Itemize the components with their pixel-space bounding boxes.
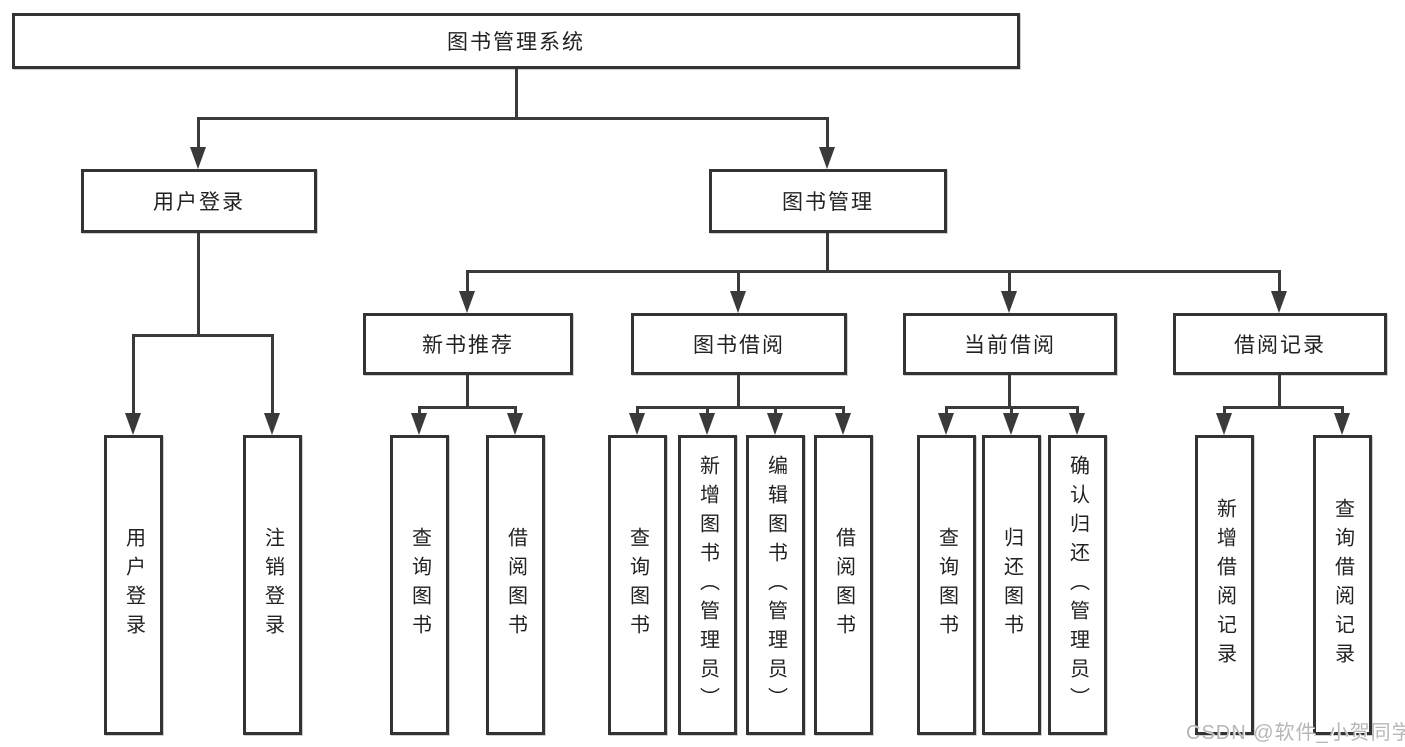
connector-root-to-book-management: [826, 117, 829, 149]
connector-to-new-book: [466, 270, 469, 293]
arrow-down-icon: [125, 413, 141, 435]
node-label: 新书推荐: [422, 334, 514, 357]
connector-to-leaf: [418, 406, 421, 416]
leaf-query-books: 查询图书: [608, 435, 667, 735]
leaf-label: 借阅图书: [832, 527, 855, 643]
node-user-login: 用户登录: [81, 169, 317, 233]
node-label: 图书管理系统: [447, 31, 585, 54]
connector-to-leaf: [945, 406, 948, 416]
leaf-edit-books-admin: 编辑图书（管理员）: [746, 435, 805, 735]
connector-new-book-stem: [466, 375, 469, 408]
connector-to-leaf: [1223, 406, 1226, 416]
leaf-label: 确认归还（管理员）: [1066, 454, 1089, 716]
leaf-label: 注销登录: [261, 527, 284, 643]
leaf-label: 用户登录: [122, 527, 145, 643]
arrow-down-icon: [835, 413, 851, 435]
leaf-logout: 注销登录: [243, 435, 302, 735]
leaf-confirm-return-admin: 确认归还（管理员）: [1048, 435, 1107, 735]
connector-borrow-bar: [636, 406, 845, 409]
connector-new-book-bar: [418, 406, 517, 409]
node-book-borrow: 图书借阅: [631, 313, 847, 375]
connector-to-current: [1008, 270, 1011, 293]
arrow-down-icon: [1069, 413, 1085, 435]
arrow-down-icon: [730, 291, 746, 313]
node-current-borrow: 当前借阅: [903, 313, 1117, 375]
arrow-down-icon: [819, 147, 835, 169]
leaf-label: 借阅图书: [504, 527, 527, 643]
arrow-down-icon: [264, 413, 280, 435]
leaf-label: 查询借阅记录: [1331, 498, 1354, 672]
connector-to-leaf: [271, 334, 274, 414]
leaf-query-books: 查询图书: [390, 435, 449, 735]
connector-to-leaf: [774, 406, 777, 416]
node-new-book-recommend: 新书推荐: [363, 313, 573, 375]
connector-user-login-stem: [197, 233, 200, 336]
leaf-label: 新增图书（管理员）: [696, 454, 719, 716]
node-root-library-management-system: 图书管理系统: [12, 13, 1020, 69]
arrow-down-icon: [1003, 413, 1019, 435]
leaf-label: 查询图书: [408, 527, 431, 643]
connector-to-leaf: [1010, 406, 1013, 416]
node-label: 当前借阅: [964, 334, 1056, 357]
connector-to-records: [1278, 270, 1281, 293]
connector-to-leaf: [706, 406, 709, 416]
connector-root-to-user-login: [197, 117, 200, 149]
connector-root-stem: [515, 69, 518, 119]
connector-to-leaf: [1076, 406, 1079, 416]
connector-to-borrow: [737, 270, 740, 293]
arrow-down-icon: [190, 147, 206, 169]
connector-root-bar: [197, 117, 829, 120]
arrow-down-icon: [1271, 291, 1287, 313]
arrow-down-icon: [1216, 413, 1232, 435]
arrow-down-icon: [1001, 291, 1017, 313]
leaf-borrow-books: 借阅图书: [486, 435, 545, 735]
connector-records-stem: [1278, 375, 1281, 408]
leaf-add-borrow-record: 新增借阅记录: [1195, 435, 1254, 735]
arrow-down-icon: [629, 413, 645, 435]
arrow-down-icon: [459, 291, 475, 313]
connector-to-leaf: [636, 406, 639, 416]
leaf-label: 编辑图书（管理员）: [764, 454, 787, 716]
connector-user-login-bar: [132, 334, 274, 337]
node-borrow-records: 借阅记录: [1173, 313, 1387, 375]
csdn-watermark: CSDN @软件_小贺同学: [1186, 722, 1405, 744]
node-label: 借阅记录: [1234, 334, 1326, 357]
arrow-down-icon: [507, 413, 523, 435]
leaf-label: 查询图书: [935, 527, 958, 643]
leaf-query-books: 查询图书: [917, 435, 976, 735]
node-label: 用户登录: [153, 191, 245, 214]
connector-to-leaf: [514, 406, 517, 416]
connector-records-bar: [1223, 406, 1344, 409]
leaf-user-login: 用户登录: [104, 435, 163, 735]
node-label: 图书管理: [782, 191, 874, 214]
arrow-down-icon: [699, 413, 715, 435]
arrow-down-icon: [767, 413, 783, 435]
node-label: 图书借阅: [693, 334, 785, 357]
connector-to-leaf: [842, 406, 845, 416]
node-book-management: 图书管理: [709, 169, 947, 233]
leaf-label: 归还图书: [1000, 527, 1023, 643]
connector-book-management-stem: [826, 233, 829, 272]
arrow-down-icon: [938, 413, 954, 435]
connector-book-management-bar: [466, 270, 1281, 273]
connector-to-leaf: [1341, 406, 1344, 416]
leaf-return-books: 归还图书: [982, 435, 1041, 735]
leaf-add-books-admin: 新增图书（管理员）: [678, 435, 737, 735]
arrow-down-icon: [411, 413, 427, 435]
arrow-down-icon: [1334, 413, 1350, 435]
leaf-label: 新增借阅记录: [1213, 498, 1236, 672]
leaf-label: 查询图书: [626, 527, 649, 643]
leaf-borrow-books: 借阅图书: [814, 435, 873, 735]
connector-borrow-stem: [737, 375, 740, 408]
connector-to-leaf: [132, 334, 135, 414]
connector-current-stem: [1008, 375, 1011, 408]
leaf-query-borrow-record: 查询借阅记录: [1313, 435, 1372, 735]
